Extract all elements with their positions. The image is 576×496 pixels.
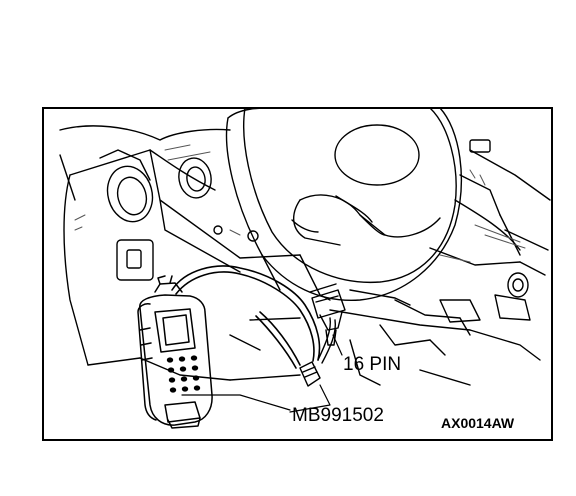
figure-code-label: AX0014AW: [441, 415, 515, 431]
scan-tool-keypad: [166, 355, 201, 393]
cable-part-number-label: MB991502: [292, 405, 384, 426]
hazard-switch: [116, 239, 154, 281]
steering-column: [261, 254, 411, 306]
handheld-diagnostic-tester-icon: [137, 275, 213, 429]
steering-wheel: [225, 107, 463, 302]
pedals: [439, 294, 531, 323]
figure-frame: [42, 107, 553, 441]
leader-lines: [181, 334, 343, 413]
dash-hatching: [74, 144, 526, 263]
dashboard-outline: [59, 125, 551, 366]
connector-label: 16 PIN: [343, 354, 402, 375]
left-air-vent: [106, 157, 212, 223]
lower-dash-panel: [139, 299, 541, 386]
obd-connector-icon: [309, 283, 346, 346]
diagnostic-cable: [171, 265, 321, 369]
dash-controls: [213, 139, 529, 298]
adapter-cable-mb991502: [299, 317, 337, 387]
